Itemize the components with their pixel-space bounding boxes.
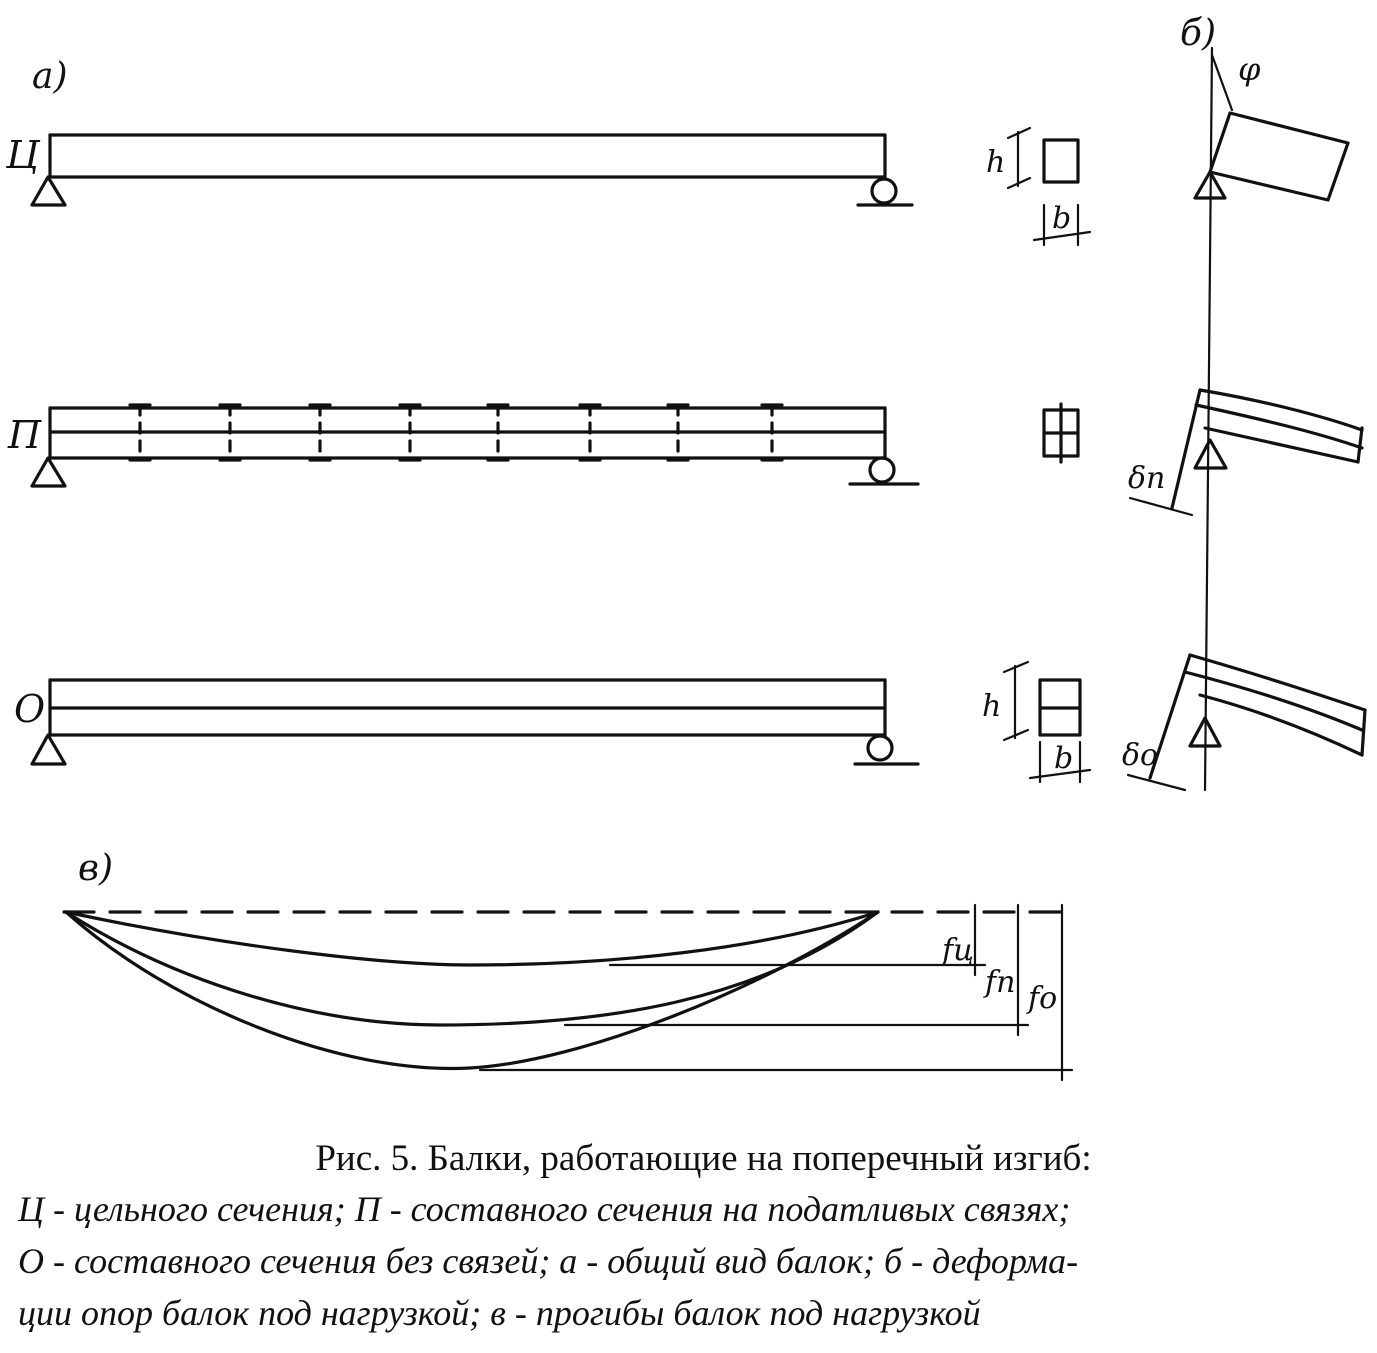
- part-a-label: а): [32, 56, 68, 97]
- section-unbonded: h b: [982, 660, 1092, 784]
- caption-title: Рис. 5. Балки, работающие на поперечный …: [315, 1138, 1092, 1179]
- pin-support-icon: [30, 456, 67, 488]
- beam-drawing: а) Ц П О: [5, 13, 1367, 1082]
- caption-line-2: О - составного сечения без связей; а - о…: [18, 1241, 1079, 1281]
- section-solid: h b: [986, 126, 1092, 247]
- section-width-label: b: [1052, 201, 1071, 236]
- beam-solid: Ц: [5, 133, 914, 207]
- roller-support-icon: [866, 734, 894, 762]
- roller-support-icon: [868, 456, 896, 484]
- section-height-label-2: h: [982, 689, 1001, 724]
- pin-support-icon: [30, 175, 67, 207]
- figure-caption: Рис. 5. Балки, работающие на поперечный …: [0, 1135, 1377, 1339]
- caption-line-1: Ц - цельного сечения; П - составного сеч…: [18, 1189, 1071, 1229]
- delta-o-label: δо: [1122, 738, 1158, 773]
- delta-p-label: δп: [1128, 461, 1165, 496]
- section-width-label-2: b: [1054, 741, 1073, 776]
- pin-support-icon: [30, 733, 67, 766]
- beam-unbonded: О: [14, 678, 920, 766]
- beam-p-label: П: [7, 413, 42, 457]
- part-b-label: б): [1180, 13, 1216, 54]
- beam-figure: а) Ц П О: [5, 13, 1367, 1082]
- beam-compliant: П: [7, 403, 920, 488]
- f-c-label: fц: [940, 933, 974, 968]
- dowel-links: [128, 403, 784, 462]
- support-deformation: б) φ δп δо: [1122, 13, 1367, 792]
- deflection-curves: в) fц fп fо: [62, 848, 1074, 1082]
- part-v-label: в): [78, 848, 113, 889]
- section-compliant: [1042, 402, 1080, 464]
- f-p-label: fп: [983, 965, 1015, 1000]
- beam-o-label: О: [14, 687, 45, 731]
- angle-label: φ: [1238, 50, 1261, 88]
- beam-c-label: Ц: [5, 133, 41, 177]
- f-o-label: fо: [1026, 981, 1057, 1016]
- section-height-label: h: [986, 145, 1005, 180]
- roller-support-icon: [870, 177, 898, 205]
- caption-line-3: ции опор балок под нагрузкой; в - прогиб…: [18, 1293, 981, 1333]
